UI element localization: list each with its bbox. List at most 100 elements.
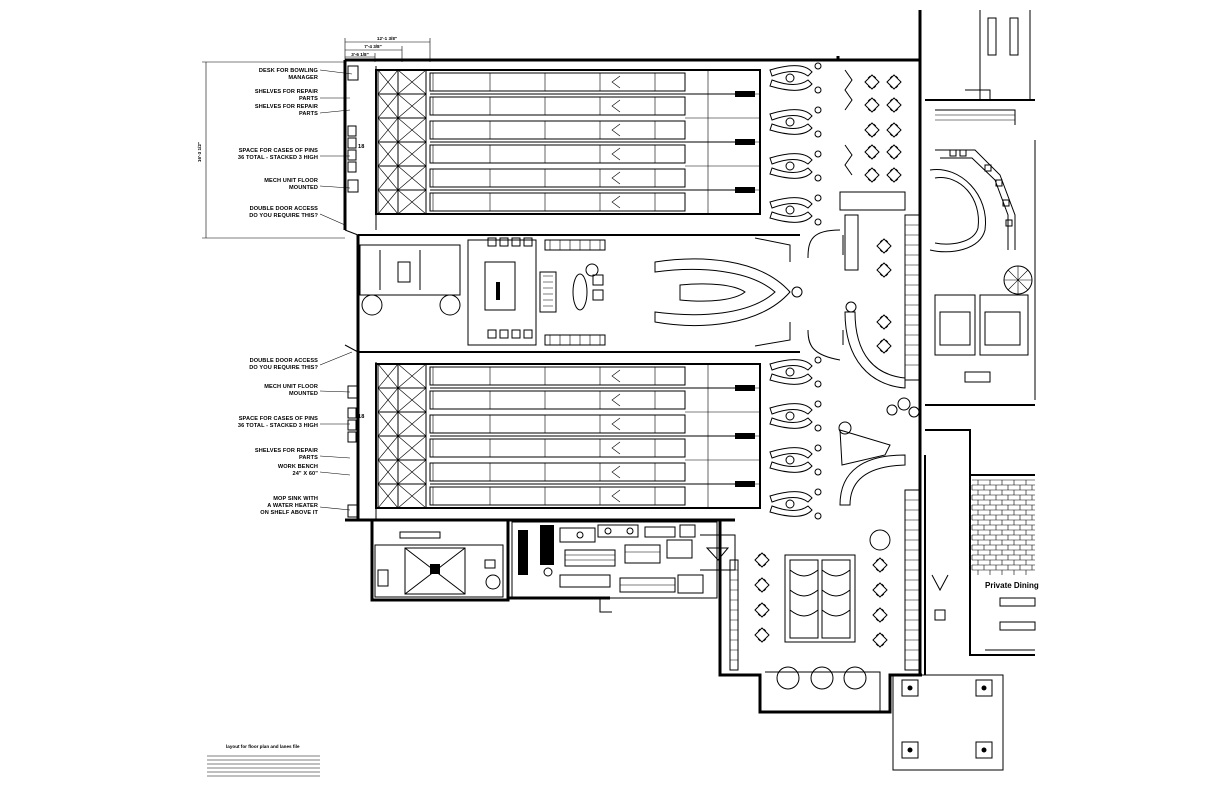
pit-table <box>785 455 795 465</box>
dining-chairs <box>889 145 899 159</box>
entry-area <box>892 574 1004 771</box>
lane-bed <box>429 192 686 212</box>
top-dimension-lines: 12'-1 3/8" 7'-4 3/8" 3'-6 1/8" 16'-3 1/2… <box>197 36 431 239</box>
pit-table <box>785 73 795 83</box>
stool-row-top <box>487 237 533 339</box>
lane-arrow <box>611 75 621 89</box>
dining-chairs <box>875 583 885 597</box>
pin-deck-x <box>397 117 427 143</box>
lane-arrow <box>611 147 621 161</box>
dining-table <box>876 262 892 278</box>
label-mech-1: MECH UNIT FLOOR <box>264 178 318 184</box>
dining-table <box>886 74 902 90</box>
label-pins-1: SPACE FOR CASES OF PINS <box>239 148 318 154</box>
dining-table <box>864 74 880 90</box>
dining-chairs <box>875 558 885 572</box>
pin-deck-x <box>397 141 427 167</box>
lane-bed <box>429 120 686 140</box>
pit-sofa-lower <box>769 505 813 517</box>
dining-chairs <box>879 339 889 353</box>
pinsetter-x <box>377 459 399 485</box>
pit-stool <box>814 380 822 388</box>
label-door-2: DO YOU REQUIRE THIS? <box>249 213 318 219</box>
ball-return <box>735 481 755 487</box>
pinsetter-x <box>377 411 399 437</box>
lane-bed <box>429 168 686 188</box>
pit-sofa-lower <box>769 373 813 385</box>
label-shelves2-1: SHELVES FOR REPAIR <box>255 104 318 110</box>
pit-stool <box>814 488 822 496</box>
pin-deck-x <box>397 459 427 485</box>
label-b-sink-1: MOP SINK WITH <box>273 496 318 502</box>
pit-stool <box>814 218 822 226</box>
lane-block-outline <box>375 363 761 509</box>
label-door-1: DOUBLE DOOR ACCESS <box>250 206 319 212</box>
ball-return <box>735 433 755 439</box>
lane-arrow <box>611 417 621 431</box>
pit-stool <box>814 106 822 114</box>
pit-sofa-lower <box>769 211 813 223</box>
pit-table <box>785 499 795 509</box>
lane-arrow <box>611 393 621 407</box>
pit-sofa-upper <box>769 153 813 165</box>
pit-stool <box>814 62 822 70</box>
pinsetter-x <box>377 141 399 167</box>
lane-boards <box>432 73 656 91</box>
dining-chairs <box>757 603 767 617</box>
pit-sofa-lower <box>769 79 813 91</box>
pit-table <box>785 411 795 421</box>
dining-chairs <box>867 145 877 159</box>
pit-stool <box>814 86 822 94</box>
label-shelves1-1: SHELVES FOR REPAIR <box>255 89 318 95</box>
lane-arrow <box>611 99 621 113</box>
ball-return <box>735 187 755 193</box>
dining-chairs <box>875 633 885 647</box>
pinsetter-x <box>377 189 399 215</box>
dining-table <box>886 97 902 113</box>
pit-sofa-upper <box>769 359 813 371</box>
dining-table <box>754 602 770 618</box>
dim-mid: 7'-4 3/8" <box>364 44 382 49</box>
lane-bed <box>429 72 686 92</box>
dining-chairs <box>889 98 899 112</box>
pit-stool <box>814 150 822 158</box>
pit-stool <box>814 130 822 138</box>
legend-title: layout for floor plan and lanes file <box>226 744 300 749</box>
lane-arrow <box>611 195 621 209</box>
pinsetter-x <box>377 93 399 119</box>
ball-return <box>735 385 755 391</box>
dining-table <box>876 314 892 330</box>
label-b-bench-2: 24" X 60" <box>293 471 319 477</box>
dining-table <box>872 632 888 648</box>
label-pins-2: 36 TOTAL - STACKED 3 HIGH <box>238 155 318 161</box>
pin-deck-x <box>397 93 427 119</box>
pit-sofa-upper <box>769 109 813 121</box>
dining-chairs <box>889 168 899 182</box>
lane-boards <box>432 487 656 505</box>
pin-deck-x <box>397 69 427 95</box>
zigzag-partition <box>842 69 853 345</box>
dim-vertical: 16'-3 1/2" <box>197 142 202 162</box>
pit-sofa-upper <box>769 447 813 459</box>
pit-sofa-upper <box>769 197 813 209</box>
dining-table <box>864 144 880 160</box>
ball-return <box>735 139 755 145</box>
label-mech-2: MOUNTED <box>289 185 318 191</box>
lane-boards <box>432 391 656 409</box>
dining-chairs <box>867 168 877 182</box>
lane-boards <box>432 169 656 187</box>
lane-arrow <box>611 441 621 455</box>
upper-right-bar <box>929 17 1033 383</box>
private-dining-room: Private Dining <box>985 581 1039 651</box>
lane-boards <box>432 439 656 457</box>
lane-arrow <box>611 465 621 479</box>
pit-sofa-lower <box>769 461 813 473</box>
pit-stool <box>814 356 822 364</box>
dining-table <box>864 167 880 183</box>
label-b-pins-1: SPACE FOR CASES OF PINS <box>239 416 318 422</box>
label-shelves1-2: PARTS <box>299 96 318 102</box>
legend: layout for floor plan and lanes file <box>207 744 320 777</box>
pit-sofa-lower <box>769 417 813 429</box>
pinsetter-x <box>377 435 399 461</box>
dim-inner: 3'-6 1/8" <box>351 52 369 57</box>
